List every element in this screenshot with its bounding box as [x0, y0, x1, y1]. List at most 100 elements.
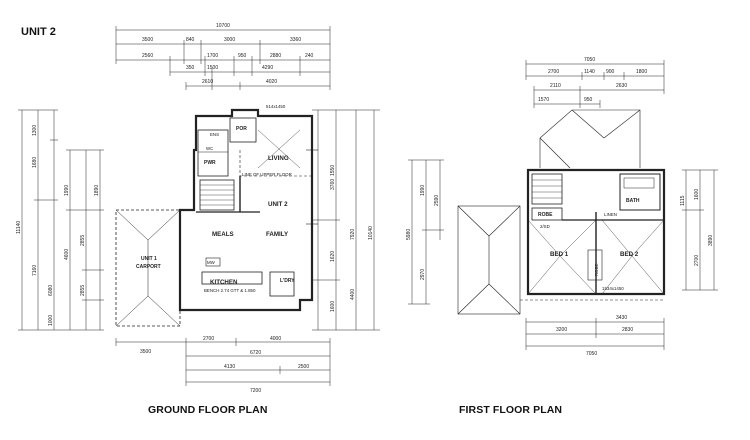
room-label-robe: ROBE — [538, 212, 553, 218]
ground-bottom-dimension-labels: 3500 2700 4000 6720 4130 2500 7200 — [140, 336, 309, 394]
room-label-robe2: ROBE — [594, 263, 599, 276]
dim-label: 4290 — [262, 65, 273, 71]
ground-bottom-dimensions — [115, 338, 331, 386]
upper-floor-note: LINE OF UPPER FLOOR — [242, 172, 292, 177]
dim-label: 4020 — [266, 79, 277, 85]
dim-label: 2610 — [202, 79, 213, 85]
dim-label: 7050 — [586, 351, 597, 357]
room-label-bed1: BED 1 — [550, 251, 569, 258]
ground-walls — [178, 108, 318, 312]
dim-label: 1140 — [584, 69, 595, 75]
room-label-ldry: L'DRY — [280, 278, 295, 284]
room-label-bath: BATH — [626, 198, 640, 204]
dim-label: 1890 — [94, 185, 100, 196]
ground-window-note: 514x1450 — [266, 104, 286, 109]
dim-label: 1700 — [207, 53, 218, 59]
first-top-dimension-labels: 7050 2700 1140 900 1800 2110 2630 1570 9… — [538, 57, 647, 103]
dim-label: 2700 — [203, 336, 214, 342]
ground-top-dimensions — [115, 26, 331, 90]
room-label-living: LIVING — [268, 155, 289, 162]
hall-note: 2/SD — [540, 224, 550, 229]
dim-label: 10700 — [216, 23, 230, 29]
dim-label: 11140 — [16, 221, 22, 234]
dim-label: 1620 — [330, 251, 336, 262]
dim-label: 7200 — [250, 388, 261, 394]
dim-label: 350 — [186, 65, 195, 71]
first-room-labels: ROBE BED 1 BED 2 BATH ROBE LINEN 2/SD 15… — [538, 198, 640, 291]
dim-label: 2700 — [548, 69, 559, 75]
room-label-bed2: BED 2 — [620, 251, 639, 258]
ground-room-labels: POR LIVING LINE OF UPPER FLOOR UNIT 2 ME… — [204, 104, 295, 293]
dim-label: 3500 — [142, 37, 153, 43]
room-label-kitchen: KITCHEN — [210, 279, 238, 286]
dim-label: 840 — [186, 37, 195, 43]
ground-left-dimensions — [18, 109, 104, 331]
first-left-dimensions — [408, 159, 444, 305]
first-right-dimension-labels: 3890 1600 1115 2700 — [680, 189, 714, 266]
dim-label: 2880 — [270, 53, 281, 59]
ground-right-dimension-labels: 10140 7920 3760 4400 1550 1620 1600 — [330, 165, 374, 312]
ground-right-dimensions — [312, 109, 380, 331]
dim-label: 2110 — [550, 83, 561, 89]
dim-label: 3000 — [224, 37, 235, 43]
mw-label: MW — [207, 260, 216, 265]
dim-label: 3760 — [330, 179, 336, 190]
first-right-dimensions — [682, 169, 718, 291]
dim-label: 1115 — [680, 195, 686, 206]
dim-label: 4400 — [350, 289, 356, 300]
dim-label: 2560 — [142, 53, 153, 59]
first-window-note: 1534x1450 — [602, 286, 624, 291]
first-roofs — [457, 109, 664, 315]
dim-label: 1550 — [330, 165, 336, 176]
room-label-ens: ENS — [210, 132, 219, 137]
first-top-dimensions — [525, 60, 665, 108]
ground-floor-plan: 10700 3500 840 3000 3360 2560 1700 950 2… — [16, 23, 380, 394]
bench-note: BENCH 2.74 GTT & 1.850 — [204, 288, 256, 293]
room-label-linen: LINEN — [604, 212, 617, 217]
ground-top-dimension-labels: 10700 3500 840 3000 3360 2560 1700 950 2… — [142, 23, 314, 85]
dim-label: 1300 — [32, 125, 38, 136]
first-walls — [526, 168, 666, 296]
room-label-family: FAMILY — [266, 231, 289, 238]
room-label-pwr: PWR — [204, 160, 216, 166]
first-left-dimension-labels: 5980 2970 2590 1990 — [406, 185, 440, 280]
dim-label: 7160 — [32, 265, 38, 276]
dim-label: 3890 — [708, 235, 714, 246]
dim-label: 1990 — [420, 185, 426, 196]
dim-label: 2830 — [622, 327, 633, 333]
dim-label: 1000 — [48, 315, 54, 326]
dim-label: 4000 — [270, 336, 281, 342]
dim-label: 2500 — [298, 364, 309, 370]
room-label-wc: WC — [206, 146, 213, 151]
dim-label: 2855 — [80, 285, 86, 296]
unit1-carport: UNIT 1 CARPORT — [115, 209, 181, 327]
dim-label: 1680 — [32, 157, 38, 168]
carport-label-line2: CARPORT — [136, 264, 161, 270]
dim-label: 5980 — [406, 229, 412, 240]
dim-label: 4130 — [224, 364, 235, 370]
dim-label: 3200 — [556, 327, 567, 333]
dim-label: 3430 — [616, 315, 627, 321]
dim-label: 6080 — [48, 285, 54, 296]
first-bottom-dimension-labels: 3200 2830 3430 7050 — [556, 315, 633, 357]
dim-label: 3500 — [140, 349, 151, 355]
dim-label: 1600 — [694, 189, 700, 200]
dim-label: 1500 — [207, 65, 218, 71]
ground-left-dimension-labels: 11140 7160 6080 4600 2855 2855 1990 1890… — [16, 125, 100, 326]
dim-label: 950 — [238, 53, 247, 59]
dim-label: 950 — [584, 97, 593, 103]
dim-label: 7920 — [350, 229, 356, 240]
unit-title: UNIT 2 — [21, 26, 56, 38]
dim-label: 4600 — [64, 249, 70, 260]
carport-label-line1: UNIT 1 — [141, 256, 157, 262]
dim-label: 2855 — [80, 235, 86, 246]
dim-label: 2590 — [434, 195, 440, 206]
first-floor-plan: 7050 2700 1140 900 1800 2110 2630 1570 9… — [406, 57, 718, 357]
first-floor-plan-title: FIRST FLOOR PLAN — [459, 404, 563, 416]
dim-label: 1800 — [636, 69, 647, 75]
dim-label: 2700 — [694, 255, 700, 266]
room-label-meals: MEALS — [212, 231, 234, 238]
dim-label: 240 — [305, 53, 314, 59]
